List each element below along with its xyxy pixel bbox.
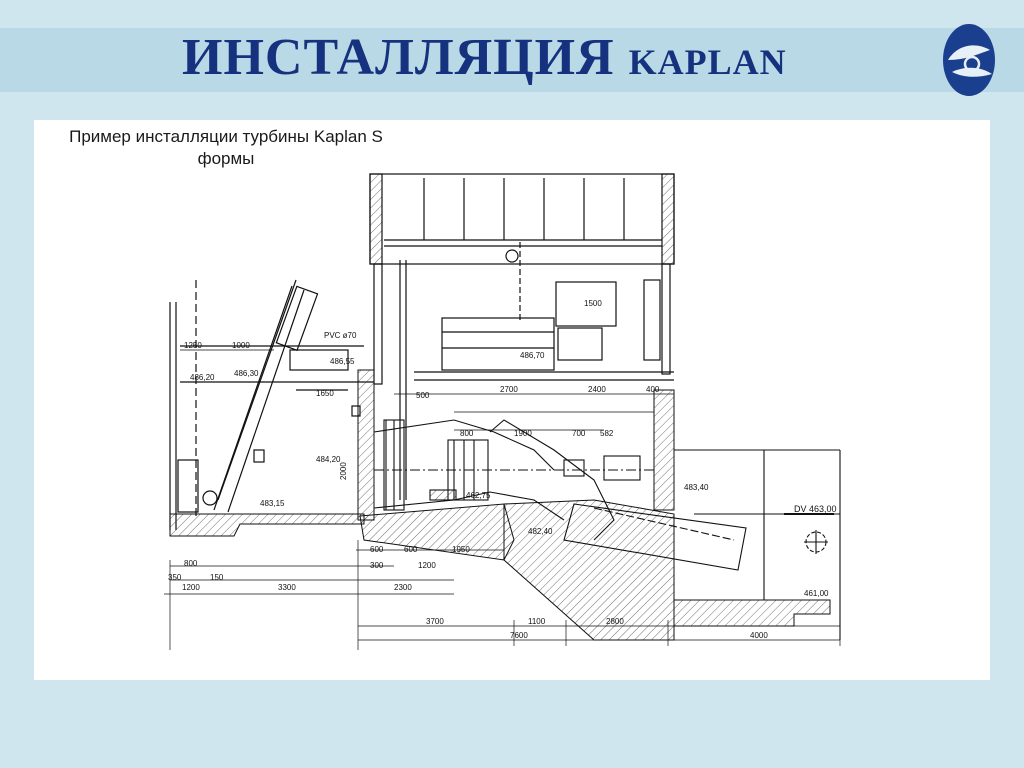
label-el-486-55: 486,55	[330, 357, 355, 366]
label-pvc70: PVC ø70	[324, 331, 357, 340]
dim-1250: 1250	[184, 341, 202, 350]
label-el-484-20: 484,20	[316, 455, 341, 464]
powerhouse-building	[369, 173, 675, 500]
dim-3300: 3300	[278, 583, 296, 592]
dim-3700: 3700	[426, 617, 444, 626]
dim-2650: 600	[370, 545, 384, 554]
dim-800: 800	[460, 429, 474, 438]
label-el-486-30: 486,30	[234, 369, 259, 378]
company-logo-icon	[943, 24, 995, 96]
dim-4000: 4000	[750, 631, 768, 640]
tailrace	[674, 449, 841, 640]
dim-700: 700	[572, 429, 586, 438]
dim-2700: 2700	[500, 385, 518, 394]
dim-1100: 1100	[528, 617, 546, 626]
caption-line-2: формы	[197, 149, 255, 168]
header-band	[0, 28, 1024, 92]
content-panel	[34, 120, 990, 680]
drawing-caption: Пример инсталляции турбины Kaplan S форм…	[40, 126, 412, 170]
dim-800b: 800	[184, 559, 198, 568]
label-dv-463: DV 463,00	[794, 504, 837, 514]
dim-2800: 2800	[606, 617, 624, 626]
dim-1000: 1000	[232, 341, 250, 350]
dim-500: 500	[416, 391, 430, 400]
label-el-486-70: 486,70	[520, 351, 545, 360]
dim-2400: 2400	[588, 385, 606, 394]
label-el-483-15: 483,15	[260, 499, 285, 508]
dim-1900: 1900	[514, 429, 532, 438]
caption-line-1: Пример инсталляции турбины Kaplan S	[69, 127, 383, 146]
dim-600: 600	[404, 545, 418, 554]
label-el-486-20: 486,20	[190, 373, 215, 382]
dim-582: 582	[600, 429, 614, 438]
title-brand: KAPLAN	[628, 42, 787, 82]
technical-drawing: PVC ø70 486,55 486,30 486,20 486,70 484,…	[164, 173, 841, 650]
dimension-lines	[164, 349, 841, 650]
label-el-482-40: 482,40	[528, 527, 553, 536]
dim-1500: 1500	[584, 299, 602, 308]
concrete-structure	[169, 369, 831, 641]
dim-1200: 1200	[182, 583, 200, 592]
label-el-483-40: 483,40	[684, 483, 709, 492]
dim-7600: 7600	[510, 631, 528, 640]
title-main: ИНСТАЛЛЯЦИЯ	[182, 29, 615, 86]
page-title: ИНСТАЛЛЯЦИЯ KAPLAN	[182, 30, 787, 90]
dim-1200b: 1200	[418, 561, 436, 570]
label-el-461: 461,00	[804, 589, 829, 598]
dim-150: 150	[210, 573, 224, 582]
dim-300: 300	[370, 561, 384, 570]
dim-1650: 1650	[316, 389, 334, 398]
dim-2000: 2000	[339, 462, 348, 480]
turbine-water-passage	[373, 419, 747, 571]
dim-1950: 1950	[452, 545, 470, 554]
dim-2300: 2300	[394, 583, 412, 592]
dim-400: 400	[646, 385, 660, 394]
label-el-462-75: 462,75	[466, 491, 491, 500]
dim-350: 350	[168, 573, 182, 582]
intake-structure	[169, 279, 374, 530]
